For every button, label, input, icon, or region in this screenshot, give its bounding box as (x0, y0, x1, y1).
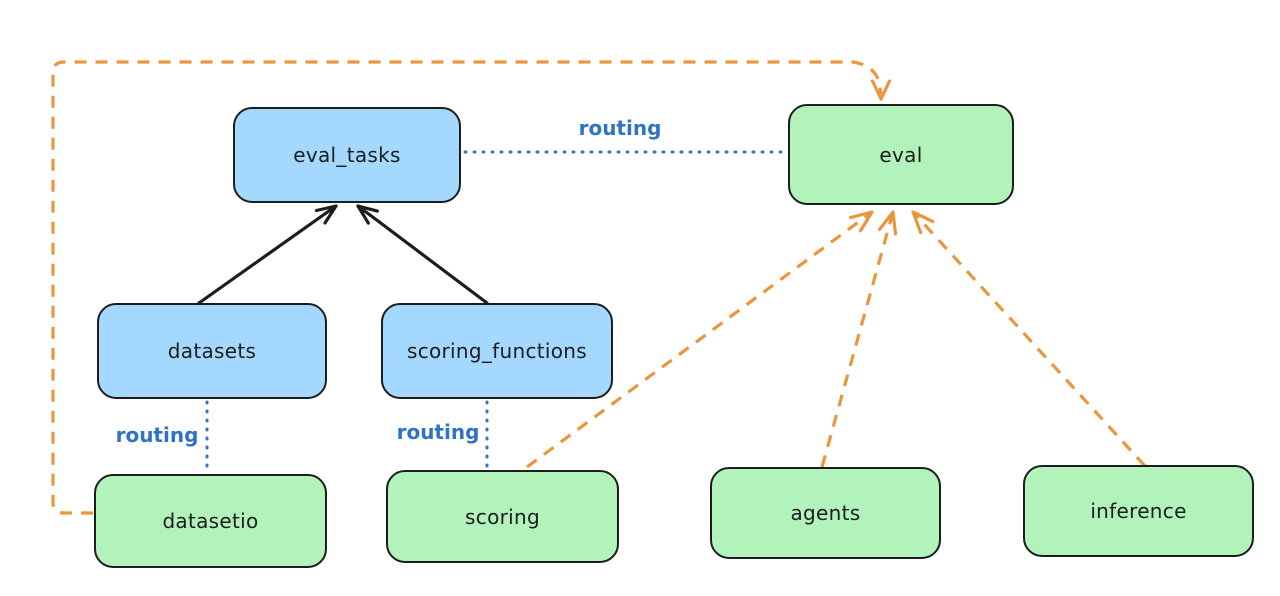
edge-agents-eval (820, 211, 895, 468)
node-datasets: datasets (97, 303, 327, 399)
node-eval-tasks-label: eval_tasks (293, 143, 401, 167)
arrowhead-scoring_functions-eval_tasks (356, 204, 379, 225)
edge-label-routing-eval-tasks-eval: routing (578, 116, 662, 140)
node-scoring: scoring (386, 470, 619, 563)
node-inference: inference (1023, 465, 1254, 557)
edge-scoring_functions-eval_tasks (356, 204, 489, 305)
node-scoring-functions-label: scoring_functions (406, 339, 588, 363)
arrowhead-inference-eval (911, 210, 935, 235)
node-datasetio-label: datasetio (162, 509, 259, 533)
edge-label-routing-datasets-datasetio: routing (115, 423, 199, 447)
edge-label-routing-scoring-functions-scoring: routing (396, 420, 480, 444)
edge-datasetio-eval-loop (51, 60, 883, 515)
node-inference-label: inference (1090, 499, 1187, 523)
arrowhead-datasets-eval_tasks (314, 204, 338, 225)
edge-datasets-eval_tasks (197, 204, 338, 305)
node-datasetio: datasetio (94, 474, 327, 568)
node-scoring-functions: scoring_functions (381, 303, 613, 399)
edge-inference-eval (911, 210, 1147, 468)
node-agents: agents (710, 467, 941, 559)
node-eval-label: eval (879, 142, 923, 167)
arrowhead-datasetio-eval (870, 79, 892, 101)
arrowhead-agents-eval (878, 210, 898, 236)
arrowhead-scoring-eval (849, 210, 874, 233)
node-agents-label: agents (790, 501, 861, 525)
node-datasets-label: datasets (167, 339, 257, 363)
node-eval-tasks: eval_tasks (233, 107, 461, 203)
node-eval: eval (788, 104, 1014, 205)
node-scoring-label: scoring (465, 504, 540, 529)
edge-scoring-eval (526, 210, 873, 469)
